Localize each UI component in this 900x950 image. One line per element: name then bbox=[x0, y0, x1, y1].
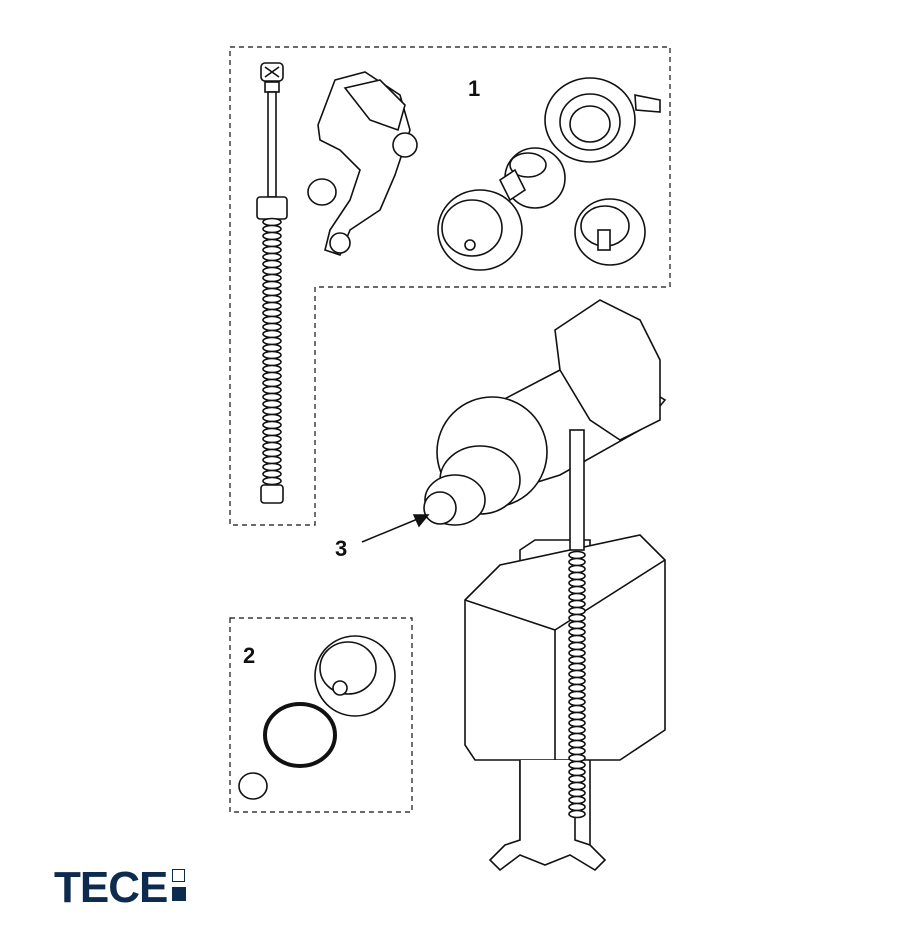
spring-coil bbox=[262, 469, 282, 479]
spring-coil bbox=[262, 343, 282, 353]
spring-coil bbox=[568, 571, 586, 581]
spring-coil bbox=[262, 357, 282, 367]
o-ring-part bbox=[263, 702, 337, 768]
spring-coil bbox=[568, 732, 586, 742]
fill-valve-assembly bbox=[423, 299, 667, 872]
spring-coil bbox=[262, 406, 282, 416]
spring-coil bbox=[568, 578, 586, 588]
spring-coil bbox=[568, 606, 586, 616]
spring-coil bbox=[262, 259, 282, 269]
spring-coil bbox=[262, 455, 282, 465]
spring-coil bbox=[262, 329, 282, 339]
spring-coil bbox=[262, 315, 282, 325]
seal-part bbox=[314, 635, 396, 717]
spring-coil bbox=[568, 760, 586, 770]
spring-coil bbox=[568, 711, 586, 721]
spring-coil bbox=[262, 427, 282, 437]
spring-coil bbox=[262, 322, 282, 332]
spring-coil bbox=[568, 669, 586, 679]
spring-coil bbox=[568, 788, 586, 798]
spring-coil bbox=[262, 434, 282, 444]
spring-coil bbox=[568, 746, 586, 756]
spring-coil bbox=[262, 385, 282, 395]
spring-coil bbox=[262, 371, 282, 381]
spring-coil bbox=[568, 613, 586, 623]
spring-coil bbox=[568, 662, 586, 672]
spring-coil bbox=[262, 273, 282, 283]
spring-coil bbox=[568, 592, 586, 602]
spring-coil bbox=[568, 599, 586, 609]
callout-arrow-3 bbox=[361, 514, 430, 543]
parts-group-2-outline bbox=[229, 617, 413, 813]
spring-coil bbox=[568, 683, 586, 693]
spring-coil bbox=[568, 809, 586, 819]
spring-coil bbox=[262, 287, 282, 297]
callout-label-3: 3 bbox=[335, 536, 348, 561]
coupling-ring-part bbox=[544, 77, 661, 163]
spring-coil bbox=[568, 676, 586, 686]
spring-coil bbox=[262, 462, 282, 472]
spring-coil bbox=[568, 550, 586, 560]
spring-coil bbox=[568, 648, 586, 658]
tece-logo: TECE bbox=[54, 863, 187, 912]
spring-coil bbox=[262, 224, 282, 234]
diaphragm-part bbox=[437, 189, 523, 271]
spring-coil bbox=[568, 795, 586, 805]
spring-coil bbox=[568, 781, 586, 791]
spring-coil bbox=[568, 557, 586, 567]
float-clip-part bbox=[317, 71, 418, 256]
spring-coil bbox=[262, 301, 282, 311]
spring-coil bbox=[568, 634, 586, 644]
spring-coil bbox=[262, 413, 282, 423]
spring-coil bbox=[568, 774, 586, 784]
spring-coil bbox=[568, 739, 586, 749]
spring-coil bbox=[568, 802, 586, 812]
nozzle-cap-part bbox=[574, 198, 646, 266]
spring-coil bbox=[262, 231, 282, 241]
spring-coil bbox=[568, 620, 586, 630]
spring-coil bbox=[262, 252, 282, 262]
spring-coil bbox=[568, 655, 586, 665]
callout-label-2: 2 bbox=[243, 643, 256, 668]
spring-coil bbox=[568, 690, 586, 700]
spring-coil bbox=[568, 718, 586, 728]
small-cap-part bbox=[307, 178, 337, 206]
spring-coil bbox=[262, 350, 282, 360]
spring-coil bbox=[262, 392, 282, 402]
valve-insert-part bbox=[498, 147, 566, 209]
spring-coil bbox=[262, 378, 282, 388]
spring-coil bbox=[262, 217, 282, 227]
spring-coil bbox=[568, 767, 586, 777]
logo-text: TECE bbox=[54, 863, 168, 912]
spring-coil bbox=[568, 725, 586, 735]
logo-mark bbox=[172, 869, 187, 901]
spring-coil bbox=[262, 420, 282, 430]
spring-coil bbox=[568, 704, 586, 714]
spring-coil bbox=[568, 753, 586, 763]
spring-coil bbox=[262, 294, 282, 304]
spring-coil bbox=[262, 308, 282, 318]
spring-coil bbox=[262, 336, 282, 346]
small-cap-part-2 bbox=[238, 772, 268, 800]
spring-coil bbox=[568, 627, 586, 637]
spring-coil bbox=[262, 238, 282, 248]
callout-label-1: 1 bbox=[468, 76, 481, 101]
spring-coil bbox=[568, 585, 586, 595]
spring-coil bbox=[262, 245, 282, 255]
spring-coil bbox=[568, 697, 586, 707]
spring-coil bbox=[568, 564, 586, 574]
spring-coil bbox=[262, 266, 282, 276]
spring-coil bbox=[262, 364, 282, 374]
spring-coil bbox=[262, 441, 282, 451]
spring-coil bbox=[568, 641, 586, 651]
spring-coil bbox=[262, 280, 282, 290]
spring-coil bbox=[262, 448, 282, 458]
spring-coil bbox=[262, 476, 282, 486]
threaded-rod-part bbox=[256, 62, 288, 504]
spring-coil bbox=[262, 399, 282, 409]
parts-group-1-outline bbox=[229, 46, 671, 526]
